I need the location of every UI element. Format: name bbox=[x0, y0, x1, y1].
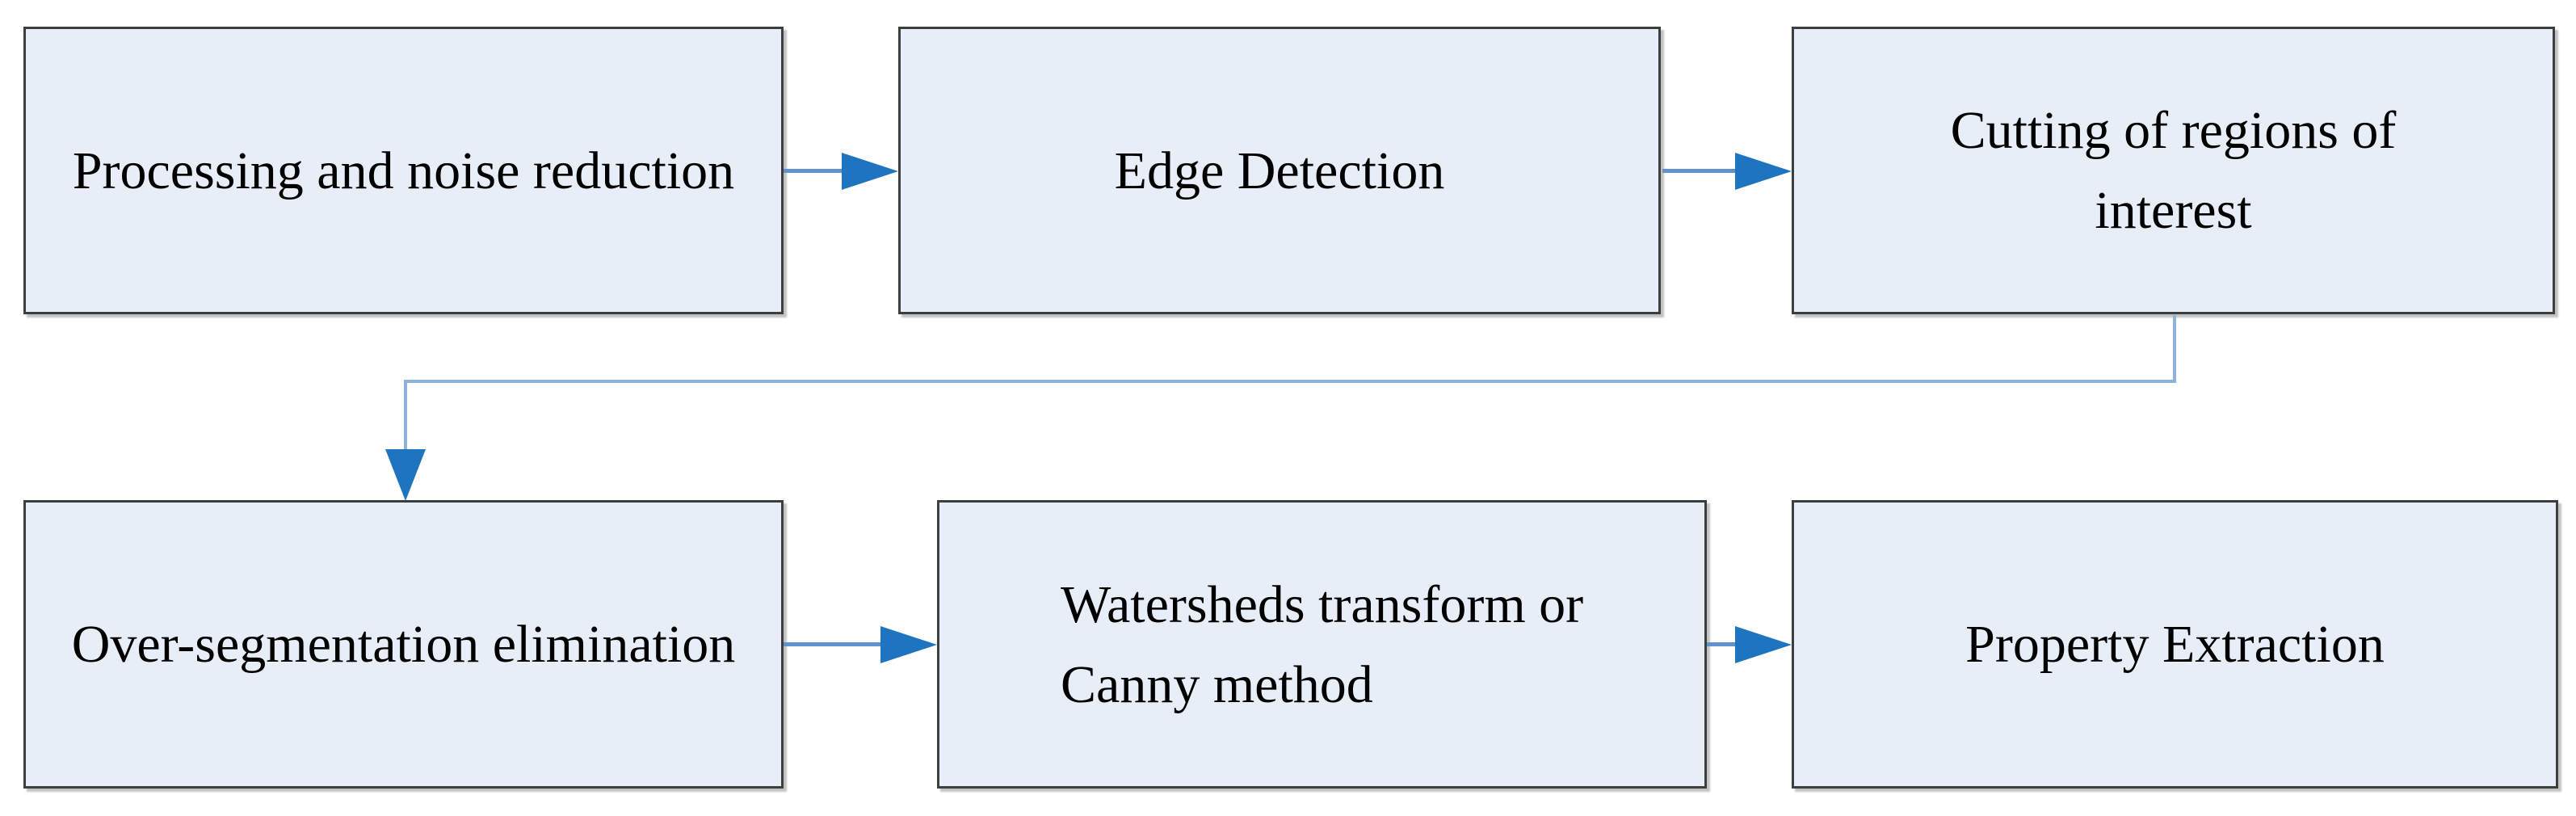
arrow-down-icon bbox=[385, 449, 426, 501]
box-label-line-1: Watersheds transform or bbox=[1061, 574, 1584, 634]
box-label: Processing and noise reduction bbox=[72, 141, 735, 200]
arrow-right-icon bbox=[880, 626, 937, 663]
elbow-connector-vertical-to-over-segmentation bbox=[404, 380, 407, 449]
flow-box-property-extraction: Property Extraction bbox=[1792, 500, 2558, 789]
arrow-right-icon bbox=[842, 153, 898, 190]
arrow-watersheds-to-property-line bbox=[1707, 642, 1743, 646]
box-label-line-1: Cutting of regions of bbox=[1950, 101, 2397, 160]
arrow-processing-to-edge-line bbox=[784, 169, 852, 173]
box-label-line-2: interest bbox=[2095, 181, 2252, 240]
flow-box-watersheds: Watersheds transform or Canny method bbox=[937, 500, 1707, 789]
arrow-right-icon bbox=[1735, 626, 1792, 663]
flow-box-processing: Processing and noise reduction bbox=[23, 27, 784, 314]
flow-box-roi-cutting: Cutting of regions of interest bbox=[1792, 27, 2555, 314]
elbow-connector-horizontal bbox=[404, 380, 2176, 383]
flow-box-over-segmentation: Over-segmentation elimination bbox=[23, 500, 784, 789]
box-label: Over-segmentation elimination bbox=[71, 615, 736, 674]
box-label: Edge Detection bbox=[1114, 141, 1445, 200]
arrow-right-icon bbox=[1735, 153, 1792, 190]
flow-box-edge-detection: Edge Detection bbox=[898, 27, 1661, 314]
box-label-line-2: Canny method bbox=[1061, 654, 1373, 714]
box-label: Property Extraction bbox=[1965, 615, 2385, 674]
elbow-connector-vertical-from-roi bbox=[2173, 315, 2176, 383]
arrow-edge-to-roi-line bbox=[1662, 169, 1743, 173]
arrow-overseg-to-watersheds-line bbox=[784, 642, 889, 646]
